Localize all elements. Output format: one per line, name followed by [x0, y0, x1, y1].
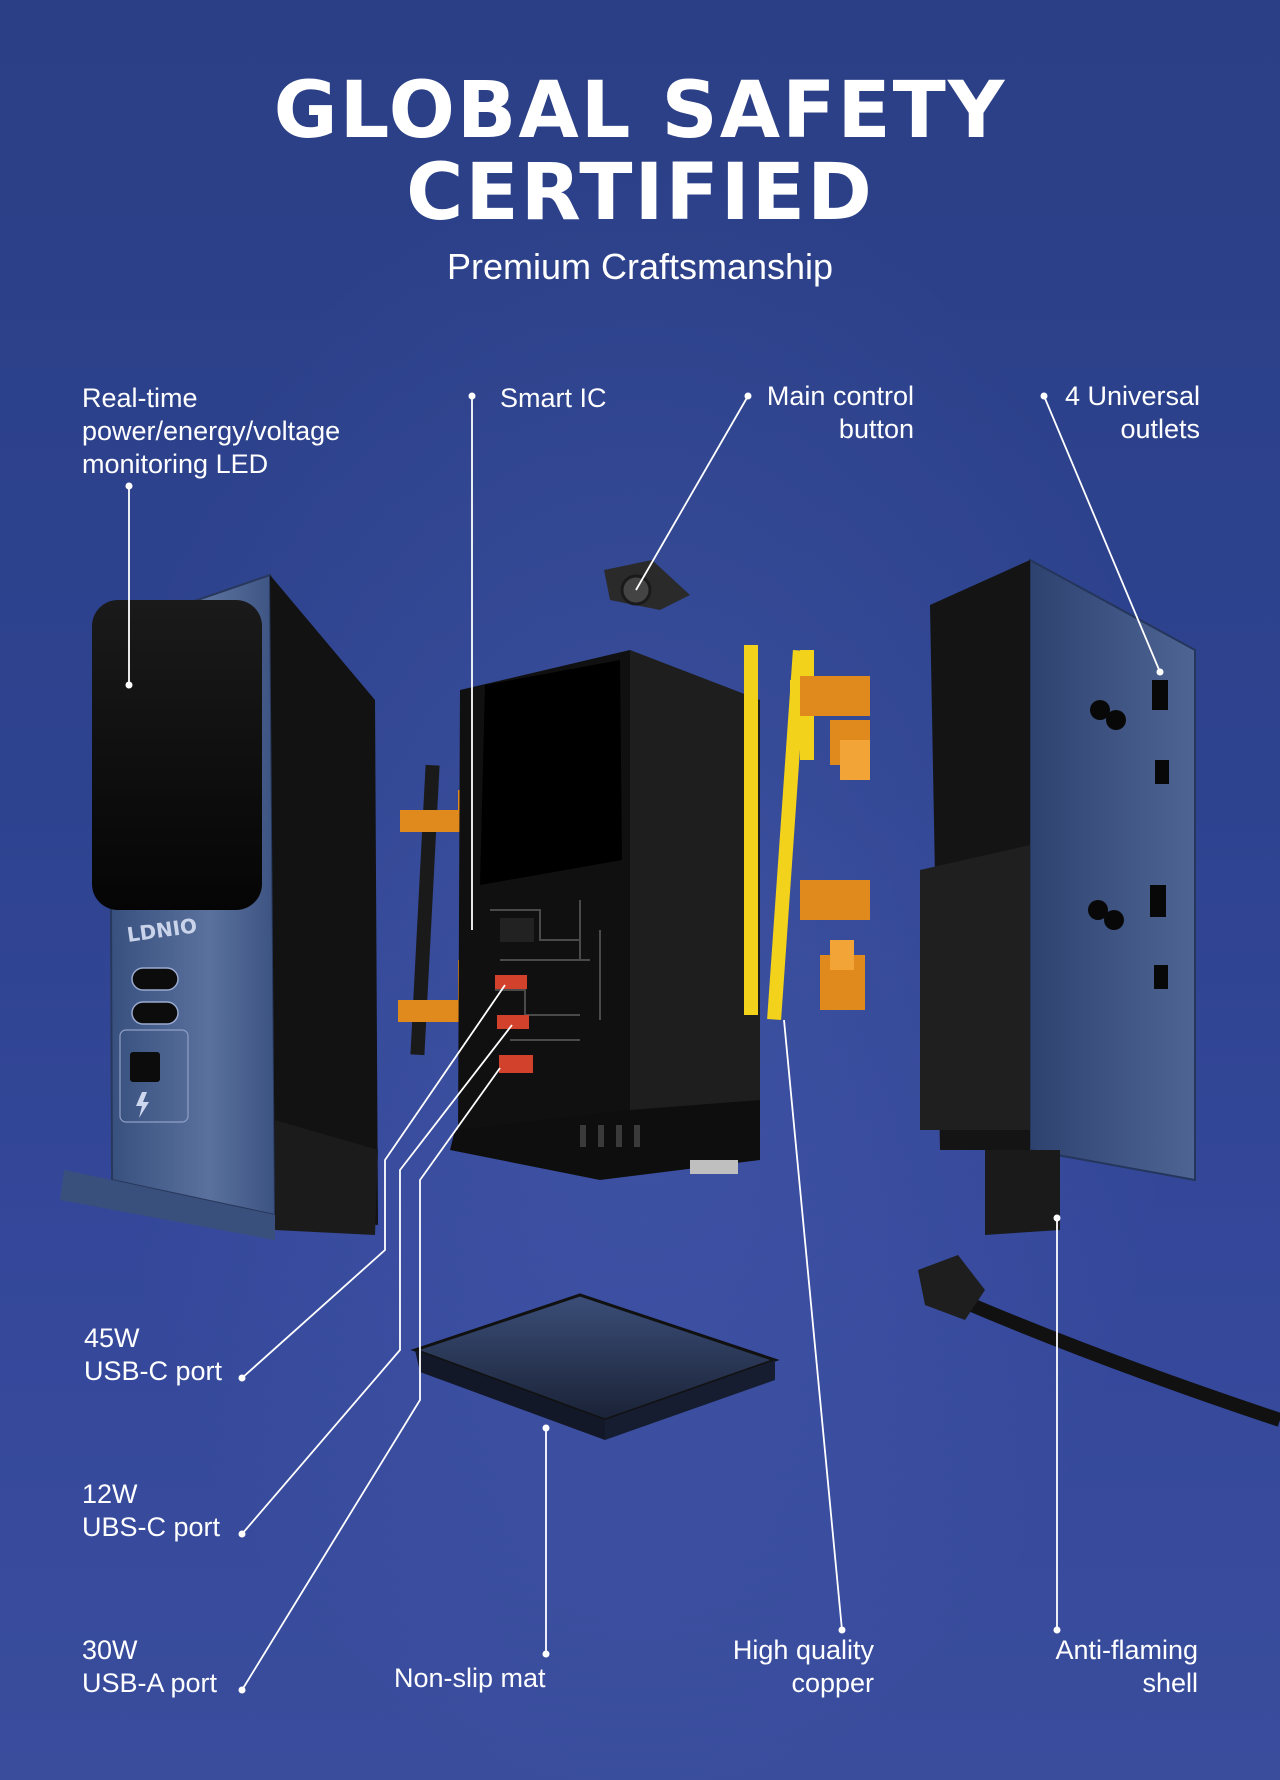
callout-high-quality-copper: High quality copper: [732, 1635, 874, 1698]
subtitle: Premium Craftsmanship: [446, 246, 834, 287]
callout-dots: [125, 392, 1164, 1694]
callout-30w-usb-a: 30W USB-A port: [82, 1635, 218, 1698]
control-button-part: [604, 560, 690, 610]
headline-line2: CERTIFIED: [406, 148, 874, 238]
main-core: [450, 650, 760, 1180]
usb-c-port-icon: [131, 967, 179, 991]
headline-line1: GLOBAL SAFETY: [273, 66, 1007, 156]
outlet-socket-lower: [1088, 885, 1168, 989]
usb-c-port-icon: [131, 1001, 179, 1025]
led-display: [92, 600, 262, 910]
outlet-shell: [920, 558, 1196, 1235]
usb-port-red: [495, 975, 527, 989]
front-shell: LDNIO: [60, 573, 378, 1240]
callout-led-monitoring: Real-time power/energy/voltage monitorin…: [82, 383, 341, 479]
usb-port-red: [499, 1055, 533, 1073]
smart-ic-chip: [500, 918, 534, 942]
callout-anti-flaming-shell: Anti-flaming shell: [1055, 1635, 1198, 1698]
callout-main-control-button: Main control button: [766, 381, 914, 444]
lightning-icon: [136, 1092, 149, 1118]
callout-non-slip-mat: Non-slip mat: [394, 1663, 546, 1693]
usb-a-port-icon: [130, 1052, 160, 1082]
left-copper-strip: [398, 764, 478, 1056]
power-cable: [918, 1255, 1280, 1427]
callout-universal-outlets: 4 Universal outlets: [1064, 381, 1200, 444]
outlet-socket-upper: [1090, 680, 1169, 784]
non-slip-mat-part: [410, 1293, 780, 1440]
callout-45w-usb-c: 45W USB-C port: [84, 1323, 223, 1386]
callout-smart-ic: Smart IC: [500, 383, 607, 413]
usb-port-red: [497, 1015, 529, 1029]
copper-contacts: [744, 645, 870, 1021]
callout-12w-usb-c: 12W UBS-C port: [82, 1479, 221, 1542]
callout-lines: [128, 395, 1161, 1691]
